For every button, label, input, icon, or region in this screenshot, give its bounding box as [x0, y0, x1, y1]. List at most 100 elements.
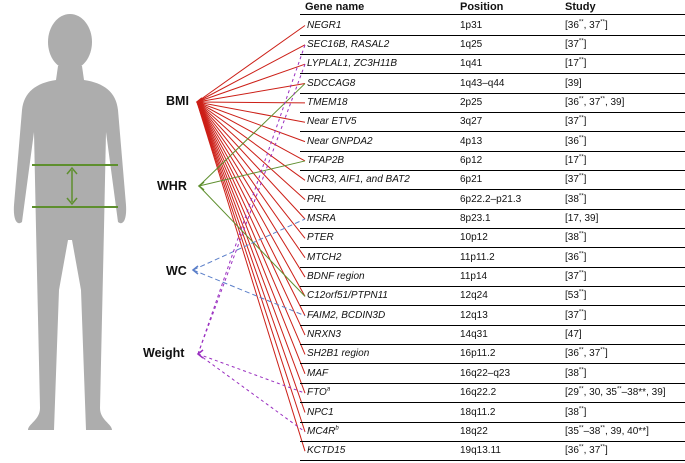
gene-name-text: NEGR1 — [307, 19, 342, 31]
study-ref: [17 — [565, 154, 579, 166]
bmi-link-prl — [196, 101, 306, 201]
gene-name-text: MC4R — [307, 425, 336, 437]
study-ref: ] — [583, 58, 587, 70]
gene-name-text: MAF — [307, 367, 329, 379]
gene-name-text: C12orf51/PTPN11 — [307, 290, 388, 302]
gene-study-refs: [53**] — [565, 290, 586, 302]
gene-study-refs: [36**, 37**] — [565, 348, 608, 360]
study-ref: [37 — [565, 38, 579, 50]
human-silhouette — [13, 14, 127, 430]
gene-position: 11p14 — [460, 271, 488, 283]
bmi-link-lyplal1-zc3h11b — [196, 63, 306, 103]
study-ref-mark: ** — [616, 386, 622, 393]
gene-name: MAF — [307, 368, 328, 380]
study-ref-mark: ** — [578, 251, 584, 258]
weight-node-icon — [196, 349, 204, 359]
row-divider — [300, 111, 685, 113]
gene-position: 3q27 — [460, 116, 483, 128]
gene-study-refs: [17, 39] — [565, 213, 598, 225]
silhouette-body — [13, 66, 127, 430]
study-ref-mark: ** — [600, 444, 605, 451]
gene-position: 14q31 — [460, 329, 488, 341]
study-ref-mark: ** — [600, 425, 605, 432]
bmi-link-tfap2b — [196, 101, 306, 162]
gene-position: 16q22.2 — [460, 387, 497, 399]
wc-link-faim2-bcdin3d — [192, 269, 306, 317]
gene-name-text: SH2B1 region — [307, 348, 370, 360]
bmi-link-nrxn3 — [196, 101, 306, 336]
gene-position: 1q43–q44 — [460, 77, 505, 89]
study-ref-mark: ** — [578, 173, 584, 180]
gene-name: NRXN3 — [307, 329, 341, 341]
gene-name: TFAP2B — [307, 155, 344, 167]
study-ref-mark: ** — [578, 309, 584, 316]
row-divider — [300, 73, 685, 75]
gene-name: NCR3, AIF1, and BAT2 — [307, 174, 410, 186]
gene-name: PRL — [307, 194, 326, 206]
study-ref: [38 — [565, 232, 579, 244]
study-ref-mark: ** — [578, 19, 584, 26]
study-ref: [36 — [565, 96, 579, 108]
gene-name: Near ETV5 — [307, 116, 356, 128]
gene-name-text: KCTD15 — [307, 445, 346, 457]
study-ref: , 30, 35 — [583, 387, 617, 399]
gene-name-text: NRXN3 — [307, 329, 341, 341]
gene-name-text: PRL — [307, 193, 327, 205]
study-ref: [39] — [565, 77, 582, 89]
row-divider — [300, 382, 685, 384]
bmi-node-icon — [195, 97, 203, 107]
study-ref: –38**, 39] — [621, 387, 666, 399]
bmi-link-c12orf51-ptpn11 — [196, 101, 306, 297]
bmi-link-pter — [196, 101, 306, 239]
whr-link-c12orf51-ptpn11 — [198, 185, 306, 297]
study-ref-mark: ** — [578, 270, 584, 277]
gene-name: LYPLAL1, ZC3H11B — [307, 58, 397, 70]
gene-position: 11p11.2 — [460, 251, 495, 263]
bmi-link-fto — [196, 101, 306, 394]
row-divider — [300, 228, 685, 229]
gene-position: 16q22–q23 — [460, 367, 511, 379]
gene-name-text: MTCH2 — [307, 251, 342, 263]
weight-link-lyplal1-zc3h11b — [197, 64, 306, 355]
study-ref: ] — [583, 406, 587, 418]
study-ref: [36 — [565, 19, 579, 31]
study-ref: [38 — [565, 367, 579, 379]
gene-study-refs: [17**] — [565, 155, 586, 167]
study-ref: ] — [604, 19, 608, 31]
row-divider — [300, 324, 685, 326]
study-ref: ] — [583, 367, 587, 379]
row-divider — [300, 344, 685, 346]
row-divider — [300, 131, 685, 133]
gene-name-text: TFAP2B — [307, 154, 345, 166]
study-ref: [36 — [565, 135, 579, 147]
gene-name: BDNF region — [307, 271, 365, 283]
study-ref-mark: ** — [578, 386, 584, 393]
bmi-link-maf — [196, 101, 306, 374]
study-ref: ] — [604, 348, 608, 360]
gene-study-refs: [36**] — [565, 135, 586, 148]
study-ref: [37 — [565, 309, 579, 321]
bmi-link-npc1 — [196, 101, 306, 413]
study-ref: [36 — [565, 251, 579, 263]
trait-label-weight: Weight — [143, 346, 185, 360]
study-ref: , 39] — [604, 96, 625, 108]
gene-position: 10p12 — [460, 232, 488, 244]
study-ref-mark: ** — [578, 193, 584, 200]
association-links — [192, 25, 306, 452]
study-ref-mark: ** — [578, 232, 584, 239]
row-divider — [300, 208, 685, 210]
study-ref: ] — [583, 38, 587, 50]
study-ref: ] — [583, 271, 587, 283]
study-ref-mark: ** — [578, 154, 584, 161]
study-ref-mark: ** — [578, 57, 584, 64]
header-study: Study — [565, 1, 596, 13]
study-ref: , 37 — [583, 348, 601, 360]
gene-position: 16p11.2 — [460, 348, 496, 360]
study-ref-mark: ** — [578, 348, 584, 355]
gene-name-text: NCR3, AIF1, and BAT2 — [307, 174, 410, 186]
gene-name: NEGR1 — [307, 20, 341, 32]
gene-name: FTOa — [307, 387, 330, 399]
gene-name-text: SDCCAG8 — [307, 77, 356, 89]
gene-name: MSRA — [307, 213, 336, 225]
